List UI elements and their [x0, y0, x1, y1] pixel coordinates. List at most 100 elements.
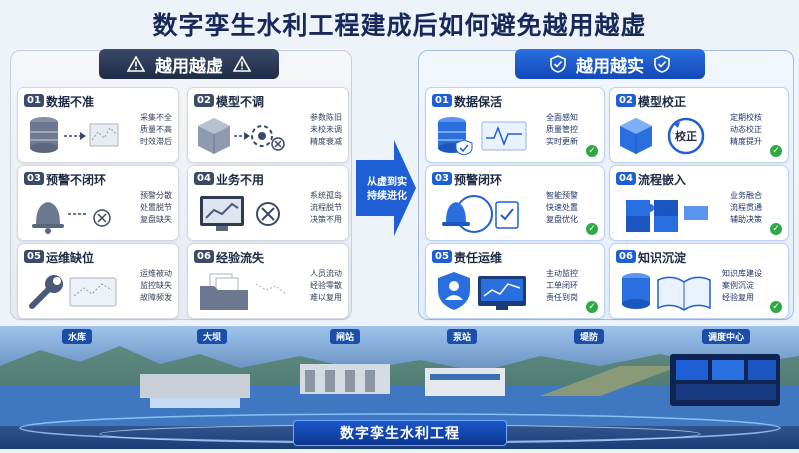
card-responsible-om: 05 责任运维 主动监控 工单闭环 责任到岗 ✓: [425, 243, 605, 319]
card-line: 流程脱节: [310, 203, 342, 212]
card-title: 预警闭环: [454, 173, 503, 187]
card-lines: 知识库建设 案例沉淀 经验复用: [722, 268, 762, 304]
card-line: 难以复用: [310, 293, 342, 302]
card-line: 复盘优化: [546, 215, 578, 224]
card-line: 预警分散: [140, 191, 172, 200]
card-alert-not-closed: 03 预警不闭环 预警分散 处置脱节 复盘缺失: [17, 165, 179, 241]
calibrate-badge: 校正: [675, 129, 697, 143]
card-title: 经验流失: [216, 251, 265, 265]
card-lines: 全面感知 质量管控 实时更新: [546, 112, 578, 148]
bell-icon: [32, 202, 111, 234]
warning-icon: [233, 56, 251, 72]
card-line: 案例沉淀: [722, 281, 754, 290]
card-number: 02: [194, 94, 214, 107]
card-process-embedded: 04 流程嵌入 业务融合 流程贯通 辅助决策 ✓: [609, 165, 789, 241]
card-title: 模型校正: [638, 95, 687, 109]
shield-check-icon: [654, 55, 670, 73]
card-line: 流程贯通: [730, 203, 762, 212]
folder-icon: [200, 273, 287, 310]
card-number: 03: [432, 172, 452, 185]
left-heading-text: 越用越虚: [155, 56, 223, 77]
card-line: 快速处置: [546, 203, 578, 212]
card-data-keepalive: 01 数据保活 全面感知 质量管控 实时更新 ✓: [425, 87, 605, 163]
card-line: 经验复用: [722, 293, 754, 302]
card-line: 未校未调: [310, 125, 342, 134]
card-lines: 定期校核 动态校正 精度提升: [730, 112, 762, 148]
transition-text: 从虚到实 持续进化: [352, 176, 422, 204]
card-lines: 系统孤岛 流程脱节 决策不用: [310, 190, 342, 226]
check-icon: ✓: [586, 145, 598, 157]
card-line: 故障频发: [140, 293, 172, 302]
cube-calibrate-icon: 校正: [620, 117, 705, 155]
check-icon: ✓: [586, 223, 598, 235]
right-heading-text: 越用越实: [576, 56, 644, 77]
shield-user-icon: [438, 272, 526, 310]
left-panel-overuse-virtual: 越用越虚 01 数据不准 采集不全 质量不高 时效滞后 02 模型不调 参数陈旧…: [10, 49, 352, 320]
scene-label-levee: 堤防: [574, 329, 605, 344]
card-line: 责任到岗: [546, 293, 578, 302]
card-experience-lost: 06 经验流失 人员流动 经验零散 难以复用: [187, 243, 349, 319]
card-title: 流程嵌入: [638, 173, 687, 187]
card-line: 工单闭环: [546, 281, 578, 290]
card-title: 预警不闭环: [46, 173, 107, 187]
card-line: 全面感知: [546, 113, 578, 122]
card-title: 运维缺位: [46, 251, 95, 265]
monitor-x-icon: [200, 196, 280, 231]
card-lines: 业务融合 流程贯通 辅助决策: [730, 190, 762, 226]
card-lines: 智能预警 快速处置 复盘优化: [546, 190, 578, 226]
card-line: 监控缺失: [140, 281, 172, 290]
card-line: 知识库建设: [722, 269, 762, 278]
card-line: 精度提升: [730, 137, 762, 146]
check-icon: ✓: [770, 301, 782, 313]
card-title: 知识沉淀: [638, 251, 687, 265]
card-number: 06: [616, 250, 636, 263]
check-icon: ✓: [770, 145, 782, 157]
card-line: 辅助决策: [730, 215, 762, 224]
right-panel-overuse-real: 越用越实 01 数据保活 全面感知 质量管控 实时更新 ✓ 02 模型校正 定期…: [418, 49, 794, 320]
card-number: 01: [24, 94, 44, 107]
card-title: 数据保活: [454, 95, 503, 109]
card-line: 人员流动: [310, 269, 342, 278]
card-title: 模型不调: [216, 95, 265, 109]
card-line: 质量不高: [140, 125, 172, 134]
card-line: 实时更新: [546, 137, 578, 146]
transition-line: 从虚到实: [367, 177, 407, 188]
card-lines: 运维被动 监控缺失 故障频发: [140, 268, 172, 304]
card-line: 经验零散: [310, 281, 342, 290]
bell-loop-icon: [442, 195, 519, 233]
card-line: 动态校正: [730, 125, 762, 134]
card-line: 采集不全: [140, 113, 172, 122]
card-number: 04: [194, 172, 214, 185]
card-om-missing: 05 运维缺位 运维被动 监控缺失 故障频发: [17, 243, 179, 319]
card-data-inaccurate: 01 数据不准 采集不全 质量不高 时效滞后: [17, 87, 179, 163]
card-number: 03: [24, 172, 44, 185]
card-lines: 采集不全 质量不高 时效滞后: [140, 112, 172, 148]
card-number: 02: [616, 94, 636, 107]
card-knowledge-accumulation: 06 知识沉淀 知识库建设 案例沉淀 经验复用 ✓: [609, 243, 789, 319]
card-line: 主动监控: [546, 269, 578, 278]
card-line: 参数陈旧: [310, 113, 342, 122]
scene-illustration: [0, 346, 799, 444]
card-line: 精度衰减: [310, 137, 342, 146]
puzzle-icon: [626, 200, 708, 232]
card-lines: 主动监控 工单闭环 责任到岗: [546, 268, 578, 304]
card-title: 数据不准: [46, 95, 95, 109]
right-panel-heading: 越用越实: [515, 49, 705, 79]
card-number: 06: [194, 250, 214, 263]
card-line: 时效滞后: [140, 137, 172, 146]
card-line: 定期校核: [730, 113, 762, 122]
check-icon: ✓: [586, 301, 598, 313]
scene-label-dam: 大坝: [197, 329, 228, 344]
card-line: 运维被动: [140, 269, 172, 278]
warning-icon: [127, 56, 145, 72]
card-model-not-tuned: 02 模型不调 参数陈旧 未校未调 精度衰减: [187, 87, 349, 163]
card-line: 业务融合: [730, 191, 762, 200]
database-broken-icon: [30, 117, 119, 153]
card-alert-closed-loop: 03 预警闭环 智能预警 快速处置 复盘优化 ✓: [425, 165, 605, 241]
card-line: 系统孤岛: [310, 191, 342, 200]
card-title: 责任运维: [454, 251, 503, 265]
transition-arrow: [356, 140, 416, 236]
card-lines: 参数陈旧 未校未调 精度衰减: [310, 112, 342, 148]
cube-gear-icon: [198, 118, 285, 154]
footer-banner: 数字孪生水利工程: [293, 420, 507, 446]
